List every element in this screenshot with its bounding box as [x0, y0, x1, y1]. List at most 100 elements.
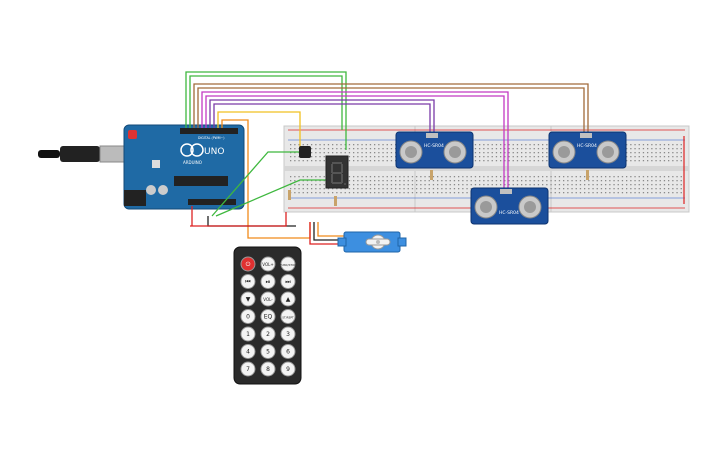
breadboard-hole [613, 176, 615, 178]
breadboard-hole [353, 180, 355, 182]
remote-button-15[interactable]: 4 [240, 344, 256, 359]
breadboard-hole [378, 176, 380, 178]
remote-button-19[interactable]: 8 [260, 361, 276, 377]
breadboard-hole [504, 184, 506, 186]
remote-button-0[interactable]: ⏻ [240, 256, 256, 272]
breadboard-hole [374, 156, 376, 158]
breadboard-hole [474, 148, 477, 150]
breadboard-hole [676, 176, 678, 178]
breadboard-hole [445, 184, 447, 186]
breadboard-hole [416, 184, 418, 186]
breadboard-hole [386, 176, 388, 178]
breadboard-hole [521, 144, 523, 146]
remote-button-17[interactable]: 6 [280, 344, 296, 359]
breadboard-hole [348, 156, 351, 158]
remote-button-label: ▲ [286, 296, 291, 303]
breadboard-hole [647, 184, 649, 186]
breadboard-hole [680, 160, 682, 162]
breadboard-hole [357, 188, 359, 190]
breadboard-hole [382, 192, 384, 194]
breadboard-hole [546, 144, 548, 146]
remote-button-16[interactable]: 5 [260, 344, 276, 359]
breadboard-hole [630, 152, 632, 154]
breadboard-hole [353, 192, 355, 194]
breadboard-hole [491, 184, 493, 186]
remote-button-3[interactable]: ⏮ [240, 274, 256, 289]
usb-cable [38, 145, 129, 163]
remote-button-14[interactable]: 3 [280, 326, 296, 342]
breadboard-hole [668, 188, 670, 190]
breadboard-hole [382, 156, 384, 158]
breadboard-hole [617, 180, 619, 182]
breadboard-hole [676, 192, 678, 194]
breadboard-hole [626, 148, 628, 150]
breadboard-hole [672, 156, 674, 158]
breadboard-hole [311, 184, 313, 186]
breadboard-hole [357, 148, 359, 150]
breadboard-hole [357, 156, 359, 158]
breadboard-hole [336, 152, 338, 154]
breadboard-hole [529, 152, 531, 154]
breadboard-hole [458, 176, 460, 178]
breadboard-hole [357, 152, 359, 154]
remote-button-11[interactable]: ST/REPT [280, 309, 296, 324]
breadboard-hole [546, 152, 548, 154]
remote-button-7[interactable]: VOL- [260, 291, 276, 307]
breadboard-hole [395, 188, 397, 190]
breadboard-hole [575, 192, 577, 194]
breadboard-hole [571, 188, 573, 190]
remote-button-2[interactable]: FUNC/STOP [280, 256, 296, 272]
breadboard-hole [630, 176, 632, 178]
ultrasonic-sensor-1[interactable]: HC-SR04 [395, 131, 474, 169]
breadboard-hole [348, 160, 351, 162]
remote-button-20[interactable]: 9 [280, 361, 296, 377]
remote-button-12[interactable]: 1 [240, 326, 256, 342]
ir-receiver[interactable] [299, 146, 311, 158]
remote-button-10[interactable]: EQ [260, 309, 276, 324]
remote-button-1[interactable]: VOL+ [260, 256, 276, 272]
breadboard-hole [554, 192, 556, 194]
breadboard-hole [395, 184, 397, 186]
ultrasonic-sensor-3[interactable]: HC-SR04 [548, 131, 627, 169]
ultrasonic-sensor-2[interactable]: HC-SR04 [470, 187, 549, 225]
breadboard-hole [369, 148, 372, 150]
breadboard-hole [508, 144, 510, 146]
breadboard-hole [558, 176, 561, 178]
breadboard-hole [462, 180, 464, 182]
remote-button-13[interactable]: 2 [260, 326, 276, 342]
breadboard-hole [369, 188, 372, 190]
breadboard-hole [491, 156, 493, 158]
remote-button-5[interactable]: ⏭ [280, 274, 296, 289]
breadboard-hole [596, 180, 598, 182]
breadboard-hole [357, 184, 359, 186]
breadboard-hole [390, 192, 393, 194]
breadboard-hole [403, 184, 405, 186]
breadboard-hole [542, 180, 544, 182]
remote-button-6[interactable]: ▼ [240, 291, 256, 307]
breadboard-hole [516, 152, 519, 154]
breadboard-hole [638, 156, 640, 158]
servo-motor[interactable] [337, 231, 407, 253]
breadboard-hole [676, 156, 678, 158]
breadboard-hole [357, 160, 359, 162]
breadboard-hole [369, 176, 372, 178]
arduino-uno-board[interactable]: UNO ARDUINO DIGITAL (PWM~) [123, 124, 245, 210]
breadboard-hole [642, 156, 645, 158]
breadboard-hole [575, 176, 577, 178]
breadboard-hole [588, 188, 590, 190]
breadboard-hole [575, 188, 577, 190]
breadboard-hole [323, 184, 325, 186]
resistors [288, 170, 589, 206]
breadboard-hole [315, 144, 317, 146]
breadboard-hole [449, 188, 451, 190]
breadboard-hole [458, 184, 460, 186]
remote-button-18[interactable]: 7 [240, 361, 256, 377]
breadboard-hole [470, 180, 472, 182]
breadboard-hole [432, 176, 435, 178]
breadboard-hole [361, 160, 363, 162]
remote-button-8[interactable]: ▲ [280, 291, 296, 307]
remote-button-4[interactable]: ⏯ [260, 274, 276, 289]
seven-segment-display[interactable] [325, 155, 349, 189]
breadboard-hole [596, 188, 598, 190]
remote-button-9[interactable]: 0 [240, 309, 256, 324]
